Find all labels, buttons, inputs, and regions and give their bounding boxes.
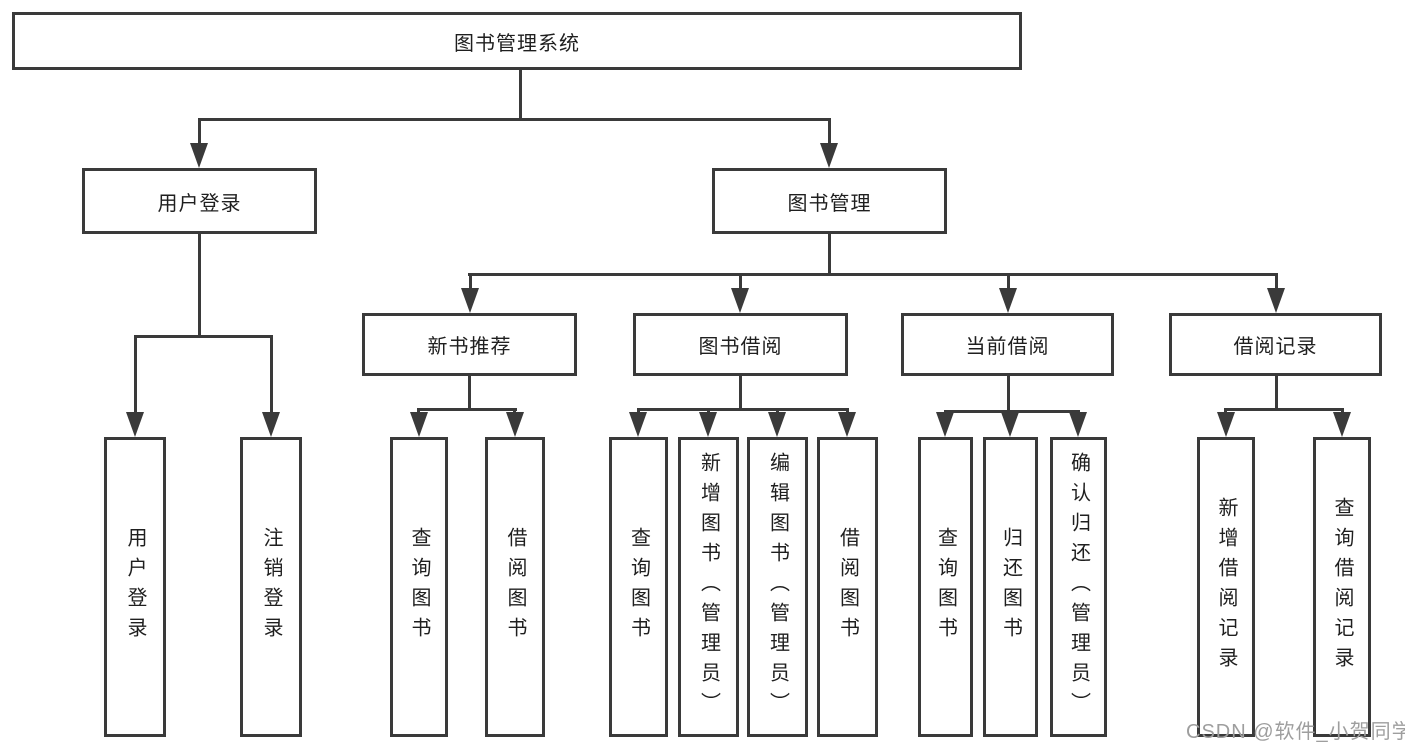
connector-drop-bb-add (707, 408, 710, 414)
arrowhead-current-borrow (999, 288, 1017, 313)
arrowhead-bb-query (629, 412, 647, 437)
connector-drop-br-query (1341, 408, 1344, 414)
arrowhead-user-login (190, 143, 208, 168)
connector-drop-user-login (198, 118, 201, 145)
node-user-login: 用户登录 (82, 168, 317, 234)
connector-current-borrow-stem (1007, 376, 1010, 410)
leaf-add-books-admin-label: 新增图书（管理员） (697, 452, 720, 722)
connector-new-book-split (418, 408, 517, 411)
connector-drop-bb-edit (776, 408, 779, 414)
connector-drop-leaf-login (134, 335, 137, 413)
leaf-user-login: 用户登录 (104, 437, 166, 737)
leaf-user-login-label: 用户登录 (124, 527, 146, 647)
connector-borrow-record-stem (1275, 376, 1278, 408)
node-book-borrow: 图书借阅 (633, 313, 848, 376)
connector-drop-book-management (828, 118, 831, 145)
connector-drop-new-book (469, 273, 472, 289)
csdn-watermark: CSDN @软件_小贺同学 (1186, 721, 1405, 743)
arrowhead-bb-borrow (838, 412, 856, 437)
leaf-borrow-books-label: 借阅图书 (836, 527, 859, 647)
arrowhead-cb-confirm (1069, 412, 1087, 437)
connector-drop-bb-borrow (846, 408, 849, 414)
leaf-confirm-return-admin: 确认归还（管理员） (1050, 437, 1107, 737)
leaf-borrow-books: 借阅图书 (817, 437, 878, 737)
leaf-borrow-books-recommend-label: 借阅图书 (504, 527, 526, 647)
leaf-query-books-recommend: 查询图书 (390, 437, 448, 737)
leaf-edit-books-admin: 编辑图书（管理员） (747, 437, 808, 737)
leaf-logout-label: 注销登录 (260, 527, 282, 647)
arrowhead-cb-query (936, 412, 954, 437)
arrowhead-br-add (1217, 412, 1235, 437)
connector-level3-split (468, 273, 1278, 276)
connector-borrow-record-split (1224, 408, 1344, 411)
node-current-borrow: 当前借阅 (901, 313, 1114, 376)
connector-book-borrow-stem (739, 376, 742, 408)
node-new-book-recommend: 新书推荐 (362, 313, 577, 376)
connector-book-borrow-split (637, 408, 849, 411)
connector-drop-br-add (1224, 408, 1227, 414)
connector-current-borrow-split (944, 410, 1080, 413)
leaf-query-borrow-record: 查询借阅记录 (1313, 437, 1371, 737)
leaf-return-books: 归还图书 (983, 437, 1038, 737)
leaf-query-books-current: 查询图书 (918, 437, 973, 737)
connector-drop-bb-query (637, 408, 640, 414)
arrowhead-cb-return (1001, 412, 1019, 437)
connector-user-login-split (134, 335, 273, 338)
leaf-query-books-current-label: 查询图书 (934, 527, 957, 647)
connector-drop-borrow-record (1275, 273, 1278, 289)
connector-drop-current-borrow (1007, 273, 1010, 289)
arrowhead-new-book (461, 288, 479, 313)
arrowhead-bb-add (699, 412, 717, 437)
arrowhead-borrow-record (1267, 288, 1285, 313)
arrowhead-book-management (820, 143, 838, 168)
leaf-query-books-borrow-label: 查询图书 (627, 527, 650, 647)
arrowhead-nb-borrow (506, 412, 524, 437)
connector-drop-nb-query (417, 408, 420, 414)
leaf-add-borrow-record-label: 新增借阅记录 (1215, 497, 1237, 677)
leaf-confirm-return-admin-label: 确认归还（管理员） (1067, 452, 1090, 722)
connector-drop-book-borrow (739, 273, 742, 289)
connector-level2-split (198, 118, 831, 121)
connector-drop-nb-borrow (513, 408, 516, 414)
leaf-return-books-label: 归还图书 (999, 527, 1022, 647)
leaf-query-books-recommend-label: 查询图书 (408, 527, 430, 647)
node-library-system: 图书管理系统 (12, 12, 1022, 70)
arrowhead-leaf-login (126, 412, 144, 437)
arrowhead-br-query (1333, 412, 1351, 437)
connector-book-management-stem (828, 234, 831, 273)
connector-drop-leaf-logout (270, 335, 273, 413)
leaf-query-books-borrow: 查询图书 (609, 437, 668, 737)
connector-user-login-stem (198, 234, 201, 335)
leaf-edit-books-admin-label: 编辑图书（管理员） (766, 452, 789, 722)
node-book-management: 图书管理 (712, 168, 947, 234)
arrowhead-leaf-logout (262, 412, 280, 437)
leaf-borrow-books-recommend: 借阅图书 (485, 437, 545, 737)
leaf-add-borrow-record: 新增借阅记录 (1197, 437, 1255, 737)
leaf-query-borrow-record-label: 查询借阅记录 (1331, 497, 1353, 677)
leaf-logout: 注销登录 (240, 437, 302, 737)
arrowhead-nb-query (410, 412, 428, 437)
node-borrow-record: 借阅记录 (1169, 313, 1382, 376)
connector-root-trunk (519, 70, 522, 118)
arrowhead-book-borrow (731, 288, 749, 313)
leaf-add-books-admin: 新增图书（管理员） (678, 437, 739, 737)
arrowhead-bb-edit (768, 412, 786, 437)
connector-new-book-stem (468, 376, 471, 408)
